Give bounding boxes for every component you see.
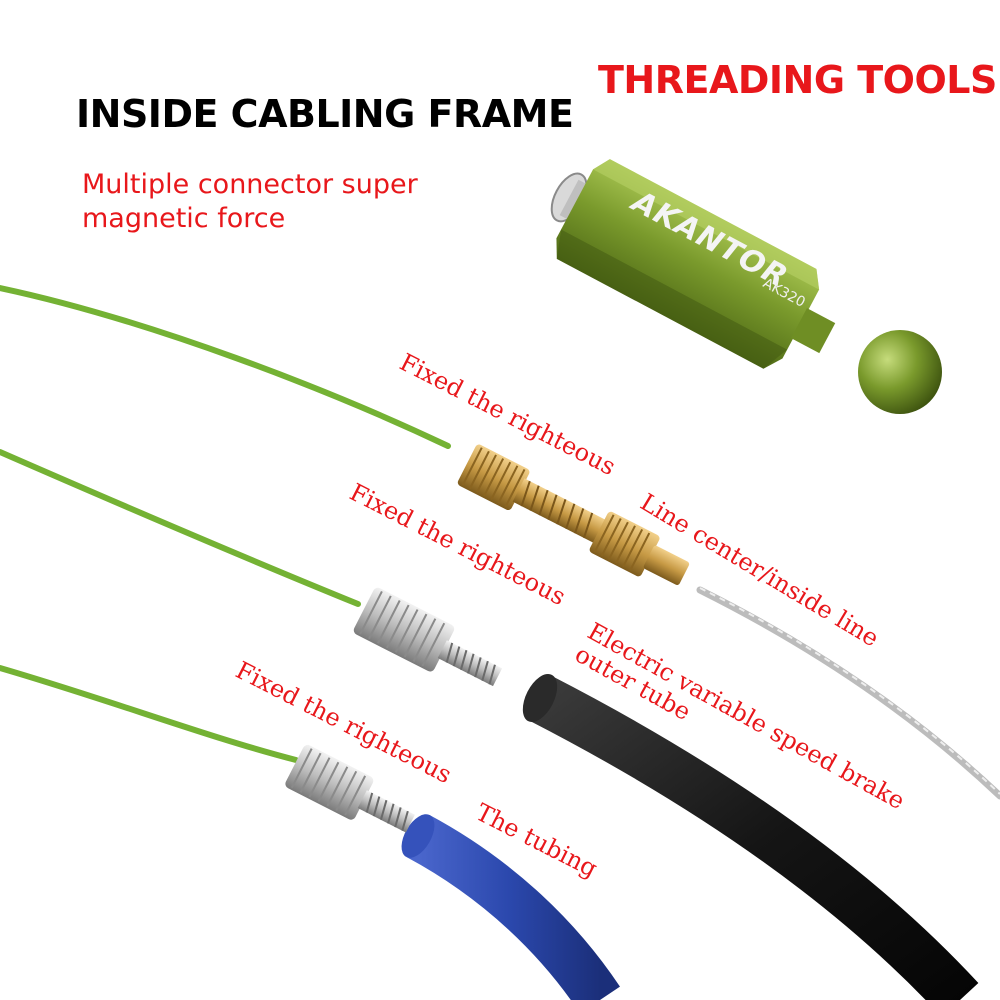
blue-tubing-end [401, 814, 435, 858]
main-heading: INSIDE CABLING FRAME [76, 92, 574, 136]
green-wire-1 [0, 285, 451, 449]
green-wire-2 [0, 449, 361, 607]
steel-inner-line [696, 586, 1000, 800]
steel-inner-line-highlight [699, 587, 1000, 795]
magnetic-threading-tool: AKANTOR AK320 [550, 159, 942, 414]
black-tube-end [522, 673, 558, 723]
steel-connector-black [353, 587, 503, 687]
tool-ball-end [858, 330, 942, 414]
accent-heading: THREADING TOOLS [598, 58, 997, 102]
subtitle: Multiple connector super magnetic force [82, 169, 418, 234]
green-wire-3 [0, 665, 299, 763]
steel-connector-blue [285, 744, 415, 833]
brass-connector [457, 444, 690, 585]
black-outer-tube [528, 675, 979, 1000]
blue-tubing [406, 814, 620, 1000]
